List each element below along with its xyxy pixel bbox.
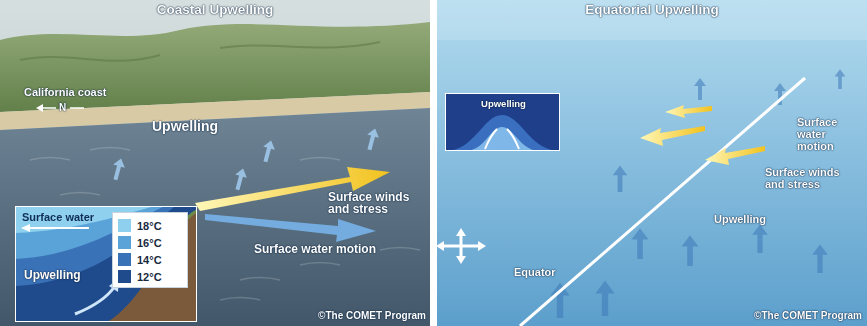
upwelling-arrow <box>835 69 846 89</box>
legend-row: 12°C <box>118 268 183 285</box>
upwelled-dome <box>445 115 560 151</box>
wind-arrows <box>640 105 765 165</box>
upwelling-arrow <box>752 224 768 253</box>
seafloor-slope <box>107 211 197 322</box>
panel: Equatorial UpwellingUpwelling <box>437 0 867 326</box>
arrow-label: Surface water motion <box>254 243 376 256</box>
legend-swatch <box>118 236 131 249</box>
upwelling-arrows <box>550 69 845 318</box>
horizon <box>437 0 867 40</box>
upwelling-arrow <box>694 78 706 100</box>
legend-text: 14°C <box>137 254 162 266</box>
compass-cross <box>442 234 480 258</box>
water-motion-arrow <box>205 214 376 242</box>
north-line <box>70 107 84 109</box>
upwelling-arrow <box>364 127 381 151</box>
upwelled-core <box>465 127 540 151</box>
panel: Coastal UpwellingSurface waterUpwelling <box>0 0 430 326</box>
upwelling-arrow <box>632 228 649 259</box>
process-label: Upwelling <box>714 213 766 225</box>
ridge <box>20 42 380 61</box>
wind-arrow <box>665 105 712 118</box>
compass-head <box>456 228 466 236</box>
wind-arrow <box>705 146 765 165</box>
inset-upwelling-arrow <box>485 129 519 149</box>
inset-label: Upwelling <box>446 99 561 109</box>
legend-row: 18°C <box>118 217 183 234</box>
legend-text: 16°C <box>137 237 162 249</box>
legend-swatch <box>118 253 131 266</box>
legend-swatch <box>118 270 131 283</box>
process-label: Upwelling <box>152 119 218 134</box>
deep-water <box>445 93 560 151</box>
place-label: California coast <box>24 86 107 98</box>
wind-arrow <box>640 126 705 146</box>
compass-head <box>436 241 444 251</box>
inset-box: Upwelling <box>445 93 560 151</box>
upwelling-arrow <box>550 283 569 318</box>
direction-label: N <box>59 102 66 113</box>
arrow-label: Surface winds and stress <box>328 191 420 216</box>
equatorial-inset-art <box>445 93 560 151</box>
legend: 18°C 16°C 14°C 12°C <box>112 212 188 288</box>
legend-row: 14°C <box>118 251 183 268</box>
line-label: Equator <box>514 266 556 278</box>
inset-label: Upwelling <box>24 269 81 282</box>
upwelling-arrow <box>613 166 627 192</box>
surface-arrow-line <box>29 227 89 229</box>
water-12 <box>15 206 197 322</box>
legend-row: 16°C <box>118 234 183 251</box>
upwelling-arrow <box>260 139 277 163</box>
legend-swatch <box>118 219 131 232</box>
equatorial-scene <box>436 0 867 326</box>
arrow-label: Surface winds and stress <box>765 166 845 190</box>
sky <box>0 0 430 326</box>
compass-head <box>456 256 466 264</box>
upwelling-arrow <box>232 167 249 191</box>
legend-text: 12°C <box>137 271 162 283</box>
upwelling-arrow <box>812 244 828 273</box>
upwelling-arrow <box>595 281 614 316</box>
copyright: ©The COMET Program <box>318 310 426 321</box>
coastal-scene <box>0 0 430 326</box>
surface-arrow-head <box>21 224 30 232</box>
coastal-inset-art <box>15 206 197 322</box>
north-head <box>36 104 43 112</box>
north-line <box>42 107 56 109</box>
inset-upwelling-arrow <box>75 286 115 314</box>
arrow-label: Surface water motion <box>797 116 863 152</box>
copyright: ©The COMET Program <box>754 310 862 321</box>
panel-title: Equatorial Upwelling <box>437 3 867 18</box>
compass-head <box>478 241 486 251</box>
upwelling-arrow <box>682 235 699 266</box>
upwelling-arrow <box>110 157 127 181</box>
inset-label: Surface water <box>22 211 94 223</box>
legend-text: 18°C <box>137 220 162 232</box>
ocean <box>437 0 867 326</box>
equator-line <box>520 78 805 326</box>
ocean <box>0 108 430 326</box>
compass <box>436 228 486 264</box>
panel-title: Coastal Upwelling <box>0 3 430 18</box>
